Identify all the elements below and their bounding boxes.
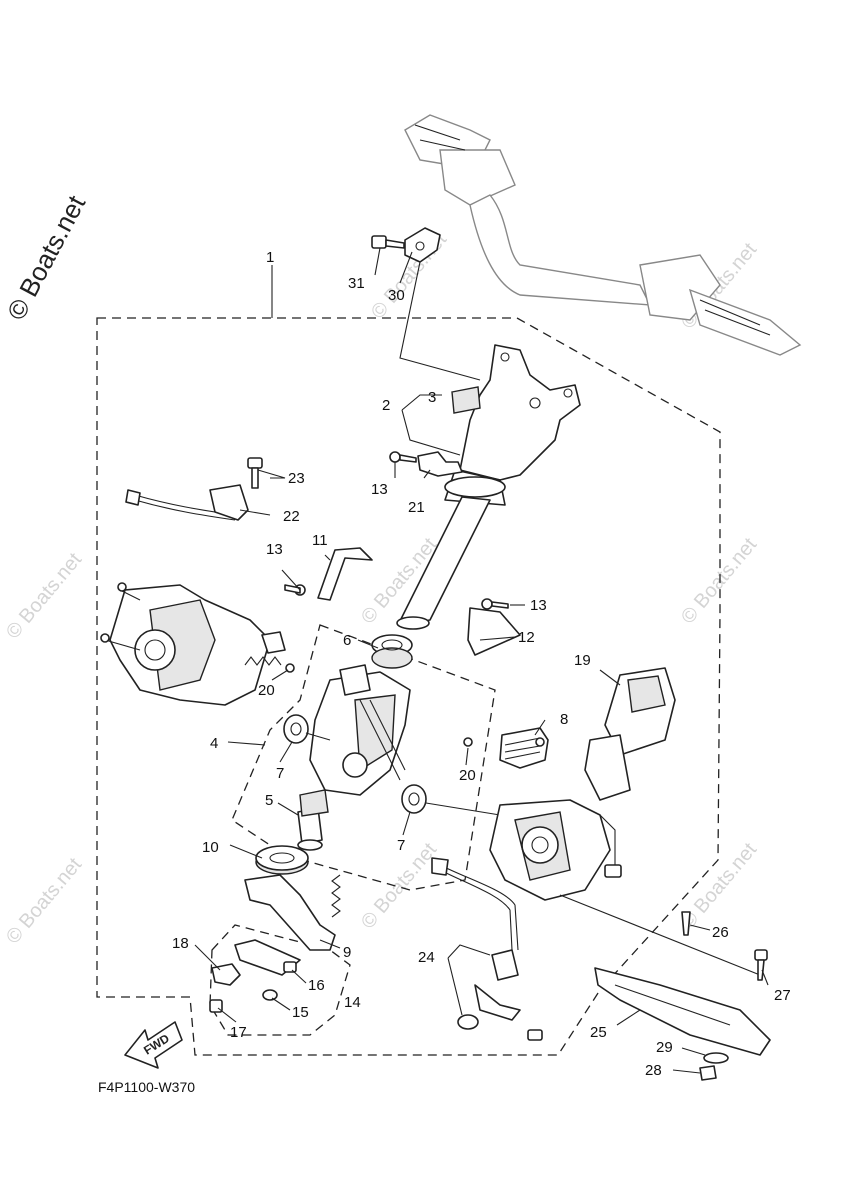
bolt-13c <box>481 598 509 610</box>
callout-13a: 13 <box>371 481 388 498</box>
callout-20b: 20 <box>459 767 476 784</box>
callout-17: 17 <box>230 1024 247 1041</box>
pin-26 <box>681 911 691 936</box>
right-housing <box>489 799 616 901</box>
nut-18 <box>211 963 241 986</box>
callout-8: 8 <box>560 711 568 728</box>
bracket-30 <box>404 227 441 263</box>
watermark: © Boats.net <box>677 533 761 628</box>
callout-30: 30 <box>388 287 405 304</box>
bolt-16 <box>283 961 297 973</box>
callout-28: 28 <box>645 1062 662 1079</box>
gear-10 <box>255 845 309 875</box>
figure-code: F4P1100-W370 <box>98 1079 195 1095</box>
callout-27: 27 <box>774 987 791 1004</box>
bolt-right <box>604 864 622 878</box>
nut-28 <box>699 1065 717 1081</box>
clip-21 <box>417 451 463 477</box>
gear-shaft-5 <box>297 789 329 851</box>
watermark: © Boats.net <box>2 853 86 948</box>
subassembly-boundary <box>231 624 496 891</box>
callout-20a: 20 <box>258 682 275 699</box>
callout-23: 23 <box>288 470 305 487</box>
callout-14: 14 <box>344 994 361 1011</box>
callout-5: 5 <box>265 792 273 809</box>
bolt-31 <box>371 235 405 249</box>
callout-9: 9 <box>343 944 351 961</box>
spring-9 <box>331 874 341 918</box>
callout-21: 21 <box>408 499 425 516</box>
nut-20b <box>463 737 473 747</box>
seal-7b <box>401 784 427 814</box>
callout-10: 10 <box>202 839 219 856</box>
callout-3: 3 <box>428 389 436 406</box>
seal-7a <box>283 714 309 744</box>
subassembly-14-boundary <box>209 924 351 1036</box>
spring <box>244 656 282 666</box>
steering-column <box>396 344 581 630</box>
center-housing <box>309 664 411 796</box>
callout-4: 4 <box>210 735 218 752</box>
label-plate <box>451 386 481 414</box>
callout-1: 1 <box>266 249 274 266</box>
callout-26: 26 <box>712 924 729 941</box>
callout-6: 6 <box>343 632 351 649</box>
bolt-13a <box>389 451 417 463</box>
callout-25: 25 <box>590 1024 607 1041</box>
bolt-13b <box>284 584 306 596</box>
screw-23 <box>247 457 263 489</box>
bolt-27 <box>754 949 768 981</box>
washer-15 <box>262 989 278 1001</box>
left-housing <box>100 582 271 706</box>
callout-19: 19 <box>574 652 591 669</box>
callout-12: 12 <box>518 629 535 646</box>
callout-2: 2 <box>382 397 390 414</box>
fwd-arrow: FWD <box>124 1021 183 1069</box>
callout-18: 18 <box>172 935 189 952</box>
actuator-8 <box>499 727 549 769</box>
washer-29 <box>703 1052 729 1064</box>
wire-harness-22 <box>125 484 249 521</box>
cable-24 <box>431 857 543 1041</box>
watermark: © Boats.net <box>2 548 86 643</box>
callout-15: 15 <box>292 1004 309 1021</box>
handlebar <box>404 114 802 356</box>
callout-16: 16 <box>308 977 325 994</box>
callout-11: 11 <box>312 532 328 549</box>
assembly-boundary <box>96 317 721 1056</box>
callouts: 1 2 3 4 5 6 7 7 8 9 10 11 12 13 13 13 14… <box>172 249 791 1079</box>
leader-lines <box>194 247 769 1074</box>
callout-7b: 7 <box>397 837 405 854</box>
bracket-11 <box>317 547 373 601</box>
plate-25 <box>594 967 771 1056</box>
callout-13c: 13 <box>530 597 547 614</box>
callout-31: 31 <box>348 275 365 292</box>
watermark-main: © Boats.net <box>1 190 92 325</box>
callout-13b: 13 <box>266 541 283 558</box>
bearing-6 <box>371 634 413 669</box>
callout-29: 29 <box>656 1039 673 1056</box>
callout-24: 24 <box>418 949 435 966</box>
lever-9 <box>244 874 336 951</box>
cover-19 <box>584 667 676 801</box>
callout-22: 22 <box>283 508 300 525</box>
bracket-12 <box>467 607 521 656</box>
callout-7a: 7 <box>276 765 284 782</box>
